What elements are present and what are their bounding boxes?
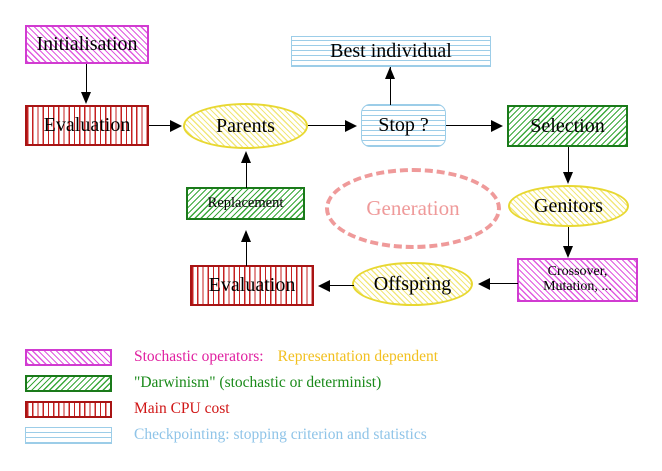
- node-selection-label: Selection: [530, 114, 605, 137]
- edge-parents-to-stop: [308, 125, 348, 127]
- arrowhead-crossover-to-offspring: [478, 278, 490, 290]
- node-evaluation-top-label: Evaluation: [43, 114, 131, 136]
- arrowhead-initialisation-to-evaluation: [81, 92, 91, 104]
- node-evaluation-bottom-label: Evaluation: [208, 274, 296, 296]
- node-evaluation-top[interactable]: Evaluation: [25, 105, 149, 146]
- node-offspring-label: Offspring: [373, 272, 452, 295]
- legend-swatch-green-diagonal-hatch: [25, 374, 112, 392]
- legend-label-stochastic: Stochastic operators: Representation depe…: [134, 348, 438, 366]
- arrowhead-replacement-to-parents: [241, 151, 251, 163]
- node-initialisation-label: Initialisation: [36, 33, 138, 55]
- node-best-individual-label: Best individual: [330, 40, 452, 62]
- legend-label-checkpointing: Checkpointing: stopping criterion and st…: [134, 426, 427, 443]
- legend-row-checkpointing: Checkpointing: stopping criterion and st…: [25, 426, 427, 444]
- arrowhead-evaluation-to-parents: [170, 120, 182, 132]
- arrowhead-genitors-to-crossover: [563, 246, 573, 258]
- node-genitors-label: Genitors: [534, 194, 603, 217]
- legend-label-stochastic-text: Stochastic operators:: [134, 348, 264, 365]
- edge-evaluation-to-replacement: [246, 232, 248, 266]
- legend-row-darwinism: "Darwinism" (stochastic or determinist): [25, 374, 381, 392]
- node-initialisation[interactable]: Initialisation: [25, 25, 149, 64]
- edge-genitors-to-crossover: [568, 227, 570, 249]
- node-parents-label: Parents: [216, 114, 275, 137]
- legend-row-stochastic: Stochastic operators: Representation depe…: [25, 348, 438, 366]
- node-generation: Generation: [325, 168, 501, 249]
- generation-dashed-ellipse: [325, 168, 501, 249]
- node-stop[interactable]: Stop ?: [361, 104, 446, 147]
- edge-selection-to-genitors: [568, 147, 570, 175]
- edge-replacement-to-parents: [246, 156, 248, 188]
- node-best-individual[interactable]: Best individual: [291, 36, 491, 67]
- legend-swatch-blue-horizontal-lines: [25, 426, 112, 444]
- legend-swatch-magenta-diagonal-hatch: [25, 348, 112, 366]
- edge-evaluation-to-parents: [149, 125, 173, 127]
- legend-swatch-red-vertical-lines: [25, 400, 112, 418]
- edge-crossover-to-offspring: [487, 283, 518, 285]
- node-parents[interactable]: Parents: [183, 103, 308, 149]
- node-crossover-mutation[interactable]: Crossover, Mutation, ...: [517, 258, 638, 302]
- arrowhead-selection-to-genitors: [563, 172, 573, 184]
- edge-offspring-to-evaluation: [326, 285, 354, 287]
- node-crossover-label-line2: Mutation, ...: [543, 279, 612, 294]
- edge-initialisation-to-evaluation: [86, 64, 88, 94]
- node-offspring[interactable]: Offspring: [352, 262, 473, 306]
- node-selection[interactable]: Selection: [507, 105, 628, 147]
- legend-label-stochastic-accent: Representation dependent: [277, 348, 439, 365]
- arrowhead-stop-to-best-individual: [385, 67, 395, 79]
- node-replacement[interactable]: Replacement: [186, 187, 305, 220]
- legend-row-cpu-cost: Main CPU cost: [25, 400, 230, 418]
- node-stop-label: Stop ?: [378, 114, 429, 136]
- node-crossover-label-line1: Crossover,: [547, 264, 608, 280]
- node-evaluation-bottom[interactable]: Evaluation: [190, 265, 314, 306]
- arrowhead-parents-to-stop: [345, 120, 357, 132]
- node-replacement-label: Replacement: [207, 194, 284, 211]
- arrowhead-stop-to-selection: [491, 120, 503, 132]
- arrowhead-evaluation-to-replacement: [241, 230, 251, 242]
- edge-stop-to-best-individual: [390, 67, 392, 105]
- node-genitors[interactable]: Genitors: [508, 185, 629, 227]
- arrowhead-offspring-to-evaluation: [318, 280, 330, 292]
- edge-stop-to-selection: [446, 125, 494, 127]
- legend-label-darwinism: "Darwinism" (stochastic or determinist): [134, 374, 382, 391]
- legend-label-cpu-cost: Main CPU cost: [134, 400, 230, 417]
- node-generation-label: Generation: [366, 196, 460, 220]
